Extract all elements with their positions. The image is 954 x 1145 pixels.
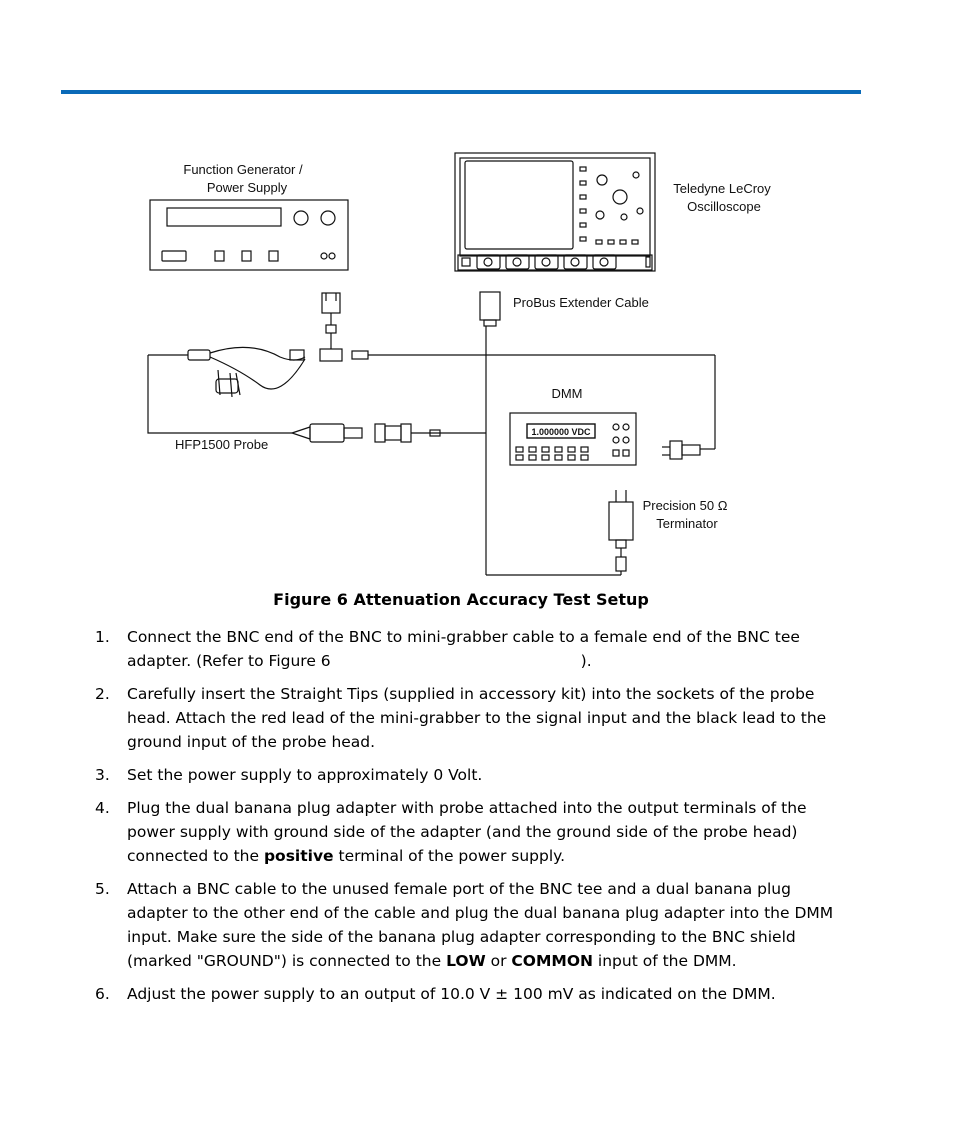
terminator-label-2: Terminator bbox=[656, 516, 718, 531]
step-item: 5. Attach a BNC cable to the unused fema… bbox=[95, 877, 855, 973]
step-number: 2. bbox=[95, 685, 110, 703]
emphasis-positive: positive bbox=[263, 847, 334, 865]
step-text-end: terminal of the power supply. bbox=[333, 847, 566, 865]
dmm-display-readout: 1.000000 VDC bbox=[531, 427, 591, 437]
dmm-label: DMM bbox=[551, 386, 582, 401]
step-number: 3. bbox=[95, 766, 110, 784]
function-generator-label-2: Power Supply bbox=[207, 180, 288, 195]
emphasis-common: COMMON bbox=[511, 952, 593, 970]
oscilloscope-label-2: Oscilloscope bbox=[687, 199, 761, 214]
terminator-label-1: Precision 50 Ω bbox=[643, 498, 728, 513]
step-text: Connect the BNC end of the BNC to mini-g… bbox=[127, 628, 800, 670]
step-text-end: input of the DMM. bbox=[592, 952, 737, 970]
test-setup-diagram: Function Generator / Power Supply Teledy… bbox=[147, 152, 771, 576]
step-text: Attach a BNC cable to the unused female … bbox=[127, 880, 834, 970]
dmm-box bbox=[509, 412, 637, 466]
step-text: Plug the dual banana plug adapter with p… bbox=[127, 799, 807, 865]
emphasis-low: LOW bbox=[446, 952, 486, 970]
step-item: 4. Plug the dual banana plug adapter wit… bbox=[95, 796, 855, 868]
step-number: 4. bbox=[95, 799, 110, 817]
header-rule bbox=[61, 90, 861, 94]
oscilloscope-label-1: Teledyne LeCroy bbox=[673, 181, 771, 196]
procedure-steps: 1. Connect the BNC end of the BNC to min… bbox=[95, 625, 855, 1015]
step-text: Adjust the power supply to an output of … bbox=[127, 985, 776, 1003]
extender-label: ProBus Extender Cable bbox=[513, 295, 649, 310]
step-item: 1. Connect the BNC end of the BNC to min… bbox=[95, 625, 855, 673]
step-text: Set the power supply to approximately 0 … bbox=[127, 766, 483, 784]
step-item: 6. Adjust the power supply to an output … bbox=[95, 982, 855, 1006]
oscilloscope-box bbox=[454, 152, 656, 272]
step-number: 6. bbox=[95, 985, 110, 1003]
test-setup-figure: Function Generator / Power Supply Teledy… bbox=[140, 145, 800, 585]
step-text-or: or bbox=[485, 952, 512, 970]
step-text: Carefully insert the Straight Tips (supp… bbox=[127, 685, 827, 751]
step-item: 2. Carefully insert the Straight Tips (s… bbox=[95, 682, 855, 754]
step-text-end: ). bbox=[580, 652, 592, 670]
step-number: 1. bbox=[95, 628, 110, 646]
function-generator-label-1: Function Generator / bbox=[183, 162, 303, 177]
probe-label: HFP1500 Probe bbox=[175, 437, 268, 452]
figure-caption: Figure 6 Attenuation Accuracy Test Setup bbox=[273, 590, 649, 609]
step-item: 3. Set the power supply to approximately… bbox=[95, 763, 855, 787]
function-generator-box bbox=[149, 199, 349, 271]
step-number: 5. bbox=[95, 880, 110, 898]
